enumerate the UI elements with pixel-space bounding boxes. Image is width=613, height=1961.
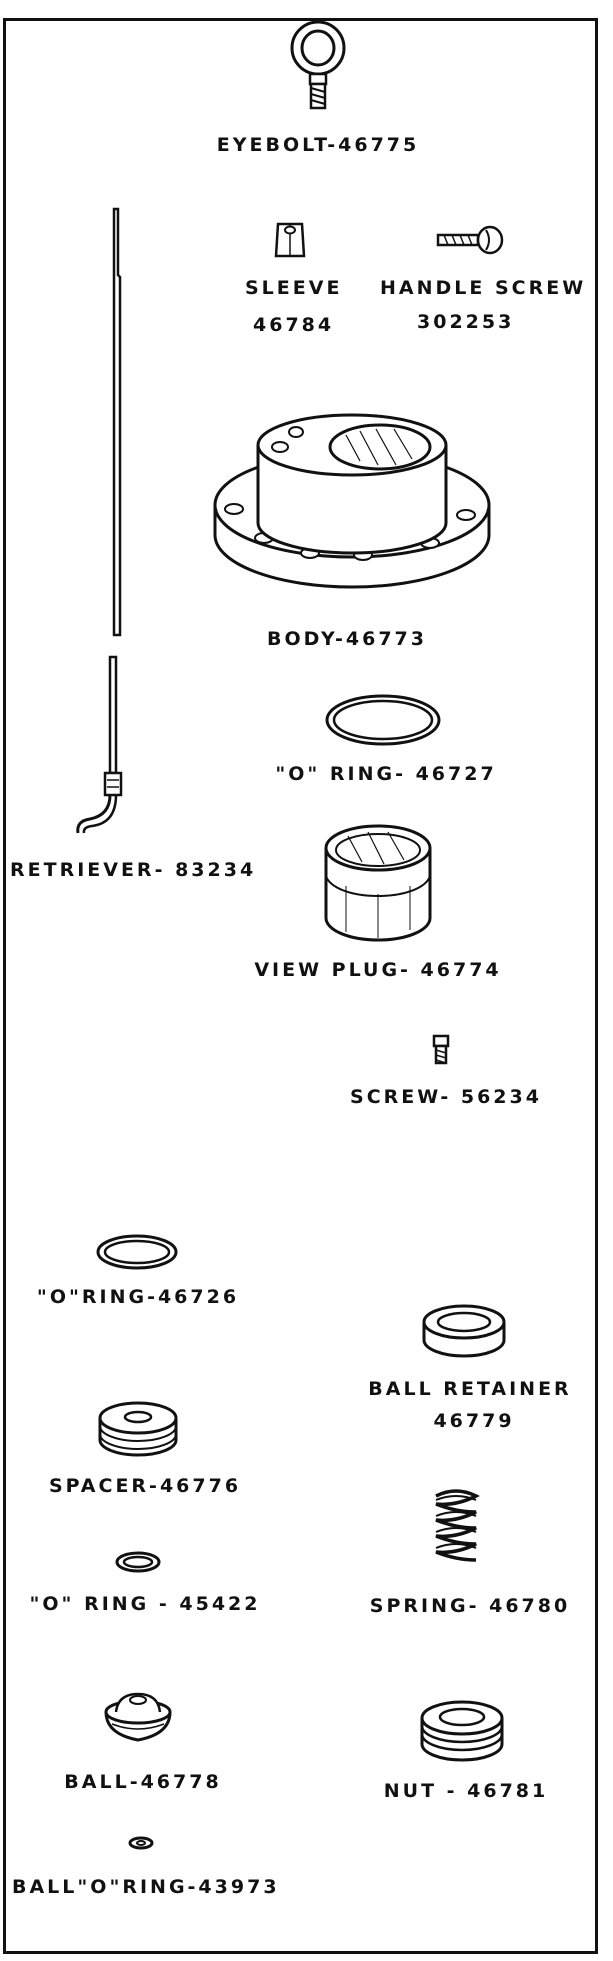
nut-label: NUT - 46781	[383, 1780, 549, 1802]
nut-drawing	[418, 1696, 506, 1766]
spacer-label: SPACER-46776	[48, 1475, 242, 1497]
spacer-drawing	[96, 1398, 180, 1460]
retriever-rod-upper	[105, 205, 129, 645]
spring-label: SPRING- 46780	[369, 1595, 571, 1617]
retriever-label: RETRIEVER- 83234	[10, 859, 257, 881]
screw-label: SCREW- 56234	[350, 1086, 542, 1108]
diagram-frame	[3, 18, 598, 1954]
ball-retainer-label: BALL RETAINER	[368, 1378, 572, 1400]
handle-screw-drawing	[434, 222, 506, 258]
o-ring-45422-drawing	[114, 1550, 162, 1574]
ball-o-ring-label: BALL"O"RING-43973	[12, 1876, 280, 1898]
handle-screw-number: 302253	[417, 311, 515, 333]
spring-drawing	[428, 1488, 484, 1566]
ball-drawing	[102, 1690, 174, 1746]
body-drawing	[210, 395, 495, 600]
retriever-rod-lower	[70, 655, 130, 835]
ball-label: BALL-46778	[64, 1771, 222, 1793]
o-ring-46727-label: "O" RING- 46727	[275, 763, 497, 785]
body-label: BODY-46773	[267, 628, 427, 650]
ball-retainer-drawing	[420, 1302, 508, 1360]
sleeve-number: 46784	[253, 314, 335, 336]
eyebolt-drawing	[278, 16, 358, 116]
o-ring-46726-drawing	[95, 1232, 179, 1272]
screw-drawing	[431, 1034, 451, 1066]
o-ring-45422-label: "O" RING - 45422	[29, 1593, 261, 1615]
ball-o-ring-drawing	[128, 1836, 154, 1850]
sleeve-label: SLEEVE	[245, 277, 343, 299]
view-plug-label: VIEW PLUG- 46774	[254, 959, 502, 981]
ball-retainer-number: 46779	[433, 1410, 515, 1432]
eyebolt-label: EYEBOLT-46775	[216, 134, 420, 156]
sleeve-drawing	[270, 220, 310, 262]
o-ring-46726-label: "O"RING-46726	[36, 1286, 240, 1308]
o-ring-46727-drawing	[323, 692, 443, 748]
handle-screw-label: HANDLE SCREW	[380, 277, 587, 299]
view-plug-drawing	[318, 820, 438, 945]
